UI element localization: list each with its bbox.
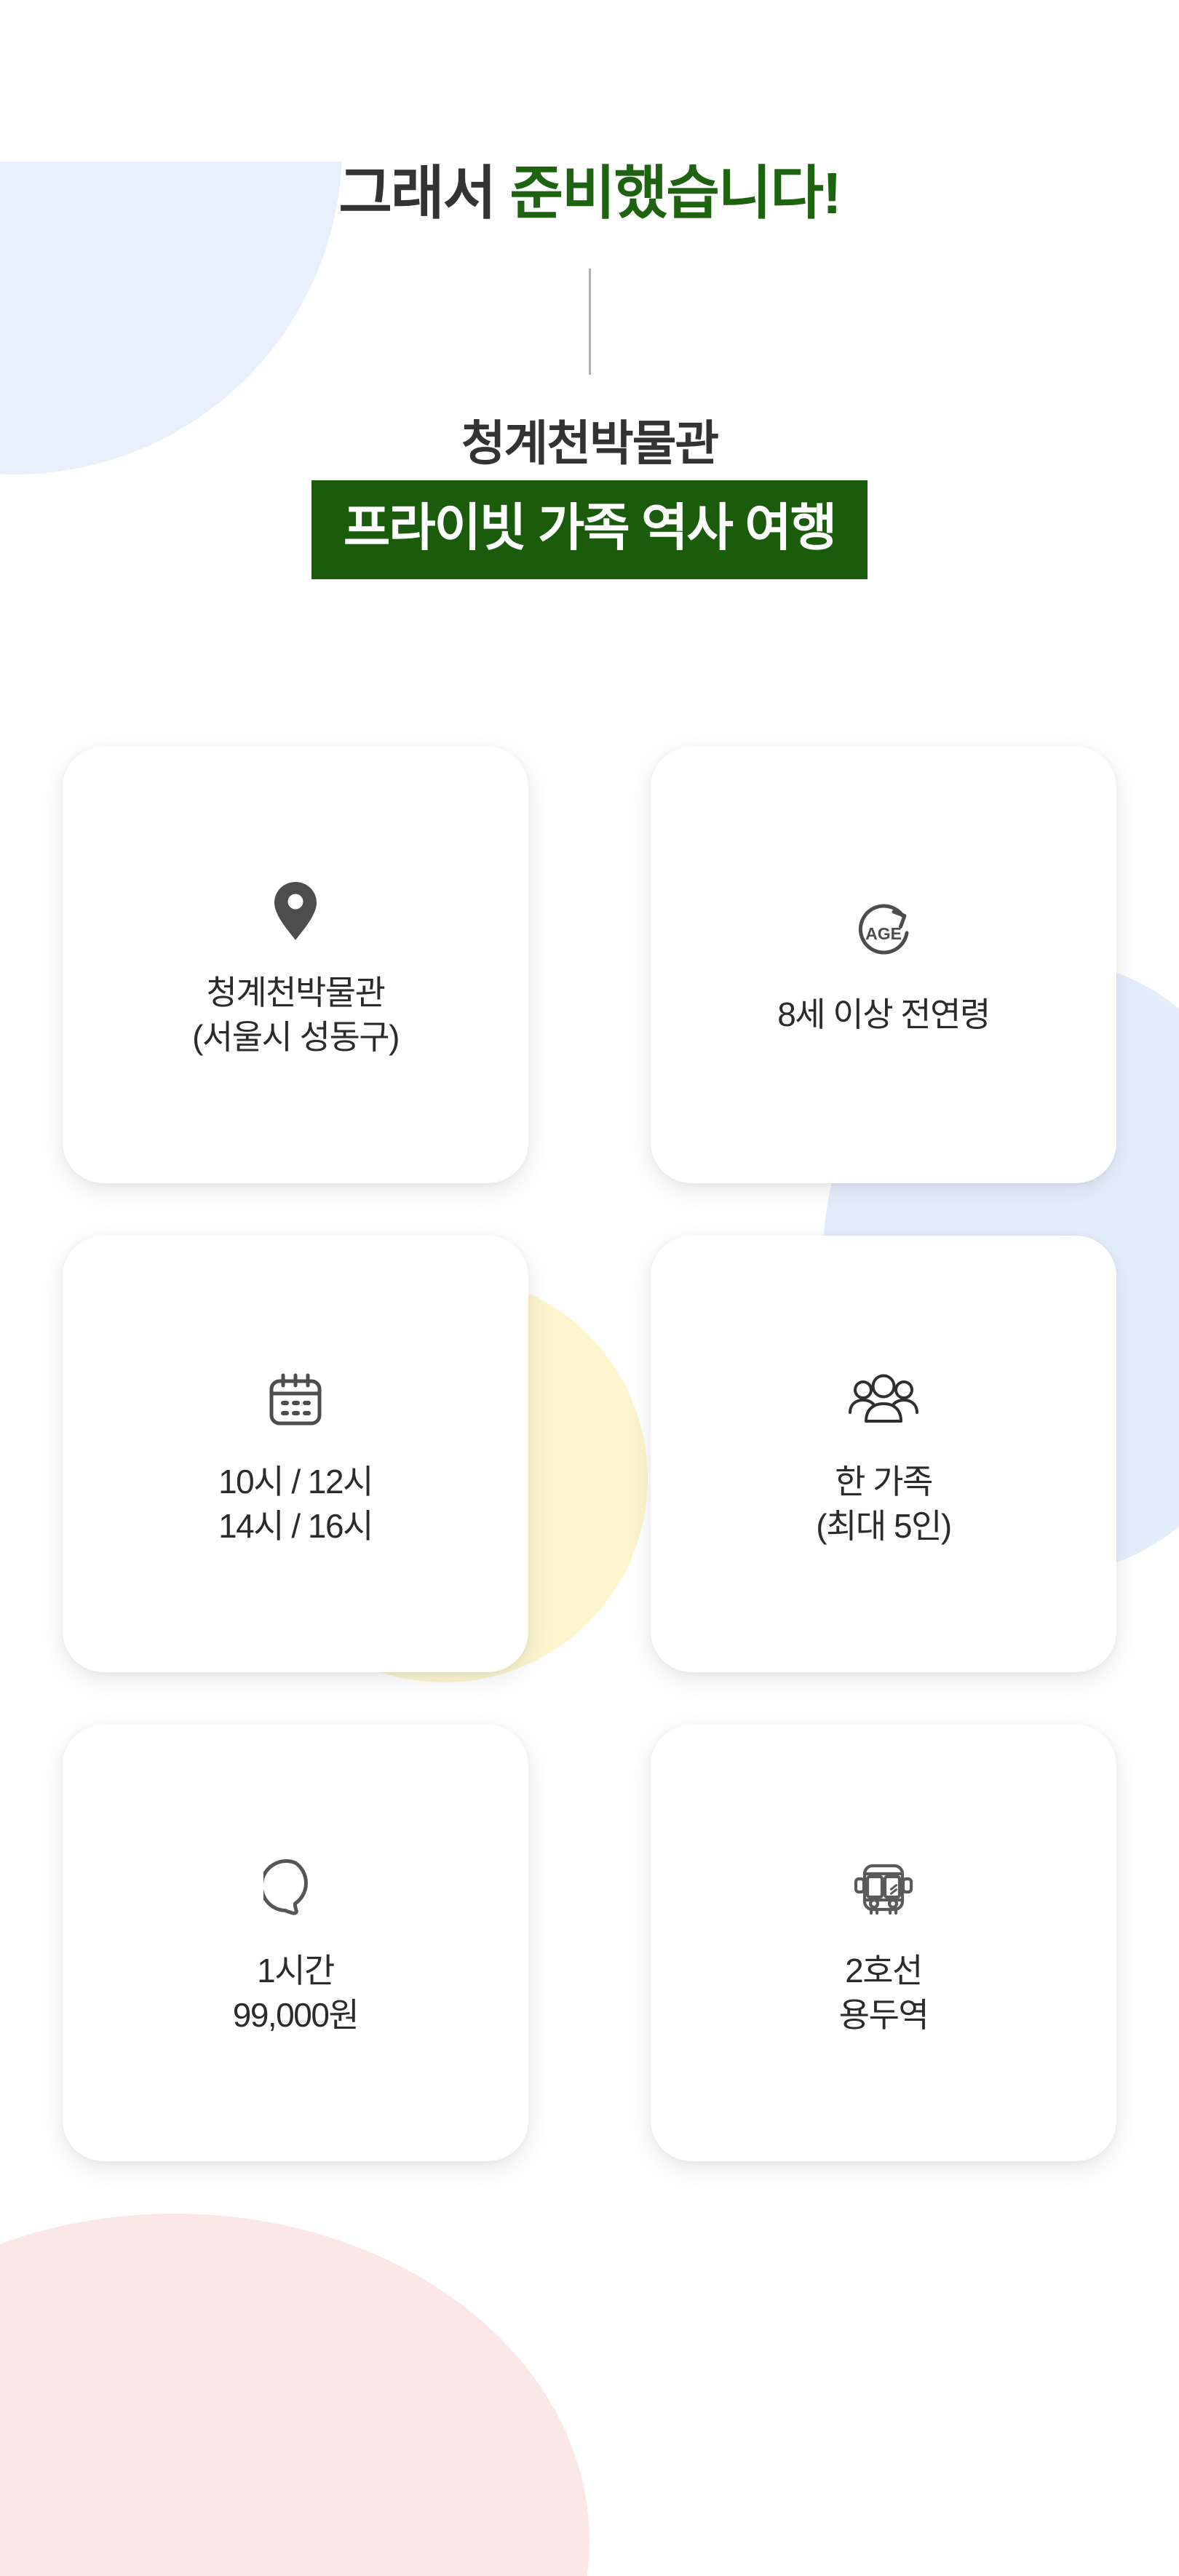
info-card-location[interactable]: 청계천박물관 (서울시 성동구) [63,746,528,1183]
info-card-age[interactable]: AGE 8세 이상 전연령 [651,746,1116,1183]
info-card-label: 1시간 99,000원 [232,1951,360,2034]
people-group-icon [846,1359,921,1441]
vertical-divider [588,269,591,375]
info-card-label: 8세 이상 전연령 [777,995,991,1034]
headline-accent-text: 준비했습니다! [509,161,841,226]
promo-page: 그래서 준비했습니다! 청계천박물관 프라이빗 가족 역사 여행 청계천박물관 … [0,162,1179,2161]
highlight-banner: 프라이빗 가족 역사 여행 [311,480,868,579]
age-rating-icon: AGE [850,892,917,974]
info-card-grid: 청계천박물관 (서울시 성동구) AGE 8세 이상 전연령 [63,746,1116,2161]
location-pin-icon [273,870,318,952]
info-card-label: 한 가족 (최대 5인) [816,1462,952,1545]
info-card-transit[interactable]: 2호선 용두역 [651,1724,1116,2161]
page-subtitle: 청계천박물관 [461,416,719,470]
info-card-schedule[interactable]: 10시 / 12시 14시 / 16시 [63,1235,528,1672]
info-card-label: 2호선 용두역 [838,1951,929,2034]
info-card-group-size[interactable]: 한 가족 (최대 5인) [651,1235,1116,1672]
age-icon-text: AGE [865,924,902,943]
bus-icon [847,1848,920,1930]
blob-pink-bottom-left [0,2214,590,2576]
info-card-label: 청계천박물관 (서울시 성동구) [192,973,400,1056]
calendar-icon [263,1359,328,1441]
speech-bubble-icon [263,1848,328,1930]
banner-wrapper: 프라이빗 가족 역사 여행 [0,480,1179,579]
info-card-duration-price[interactable]: 1시간 99,000원 [63,1724,528,2161]
headline-plain-text: 그래서 [338,161,510,226]
info-card-label: 10시 / 12시 14시 / 16시 [218,1462,373,1545]
page-headline: 그래서 준비했습니다! [0,162,1179,226]
